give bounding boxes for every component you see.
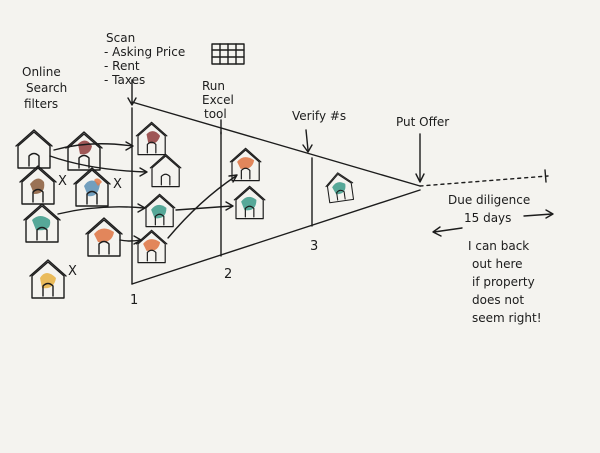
reject-mark: X	[58, 174, 67, 189]
arrow-icon	[225, 201, 234, 211]
svg-text:- Asking Price: - Asking Price	[104, 45, 185, 59]
svg-text:- Rent: - Rent	[104, 59, 140, 73]
arrow-icon	[432, 226, 442, 237]
svg-text:- Taxes: - Taxes	[104, 73, 145, 87]
house-icon	[65, 131, 103, 171]
reject-mark: X	[68, 264, 77, 279]
funnel-extension	[419, 175, 549, 187]
svg-text:Run: Run	[202, 79, 225, 93]
funnel-top-edge	[131, 101, 421, 187]
spreadsheet-grid-icon	[211, 43, 245, 65]
arrow-icon	[49, 155, 147, 173]
arrow-icon	[57, 206, 145, 215]
arrow-icon	[167, 175, 237, 239]
svg-text:Scan: Scan	[106, 31, 135, 45]
house-icon	[29, 259, 67, 299]
stage-1-arrows	[167, 174, 238, 239]
arrow-icon	[415, 173, 425, 183]
svg-text:Online: Online	[22, 65, 61, 79]
stage-number-1: 1	[130, 293, 138, 308]
house-icon	[23, 203, 61, 243]
house-icon	[85, 217, 123, 257]
due-diligence-label: Due diligence	[448, 193, 530, 207]
arrow-icon	[302, 144, 313, 153]
svg-text:tool: tool	[204, 107, 227, 121]
house-icon	[229, 147, 262, 182]
svg-text:I can back: I can back	[468, 239, 529, 253]
house-icon	[19, 165, 57, 205]
arrow-icon	[127, 97, 137, 106]
house-icon	[135, 121, 168, 156]
stage-2-houses	[229, 147, 266, 220]
arrow-icon	[125, 141, 134, 151]
arrow-icon	[53, 143, 133, 151]
svg-text:does not: does not	[472, 293, 524, 307]
arrow-icon	[433, 227, 463, 233]
stage-1-houses	[135, 121, 182, 264]
svg-text:out here: out here	[472, 257, 523, 271]
reject-mark: X	[113, 177, 122, 192]
house-icon	[233, 185, 266, 220]
candidate-arrows	[49, 141, 148, 245]
stage-number-3: 3	[310, 239, 318, 254]
verify-label: Verify #s	[292, 109, 346, 123]
house-icon	[73, 167, 111, 207]
arrow-icon	[545, 209, 554, 219]
svg-text:seem right!: seem right!	[472, 311, 542, 325]
svg-text:filters: filters	[24, 97, 58, 111]
svg-text:Search: Search	[26, 81, 67, 95]
arrow-icon	[119, 239, 141, 242]
arrow-icon	[175, 205, 233, 211]
svg-text:if property: if property	[472, 275, 535, 289]
svg-text:Excel: Excel	[202, 93, 234, 107]
arrow-icon	[523, 213, 553, 217]
funnel-bottom-edge	[131, 189, 421, 285]
scan-label: Scan - Asking Price - Rent - Taxes	[104, 31, 185, 87]
funnel-end-tick	[544, 169, 547, 183]
run-excel-label: Run Excel tool	[202, 79, 234, 121]
stage-number-2: 2	[224, 267, 232, 282]
funnel	[131, 101, 549, 285]
put-offer-label: Put Offer	[396, 115, 449, 129]
candidate-houses	[15, 129, 123, 299]
house-icon	[135, 229, 168, 264]
online-search-label: Online Search filters	[22, 65, 67, 111]
house-icon	[149, 153, 182, 188]
house-icon	[323, 170, 356, 204]
arrow-icon	[305, 129, 309, 151]
due-days-label: 15 days	[464, 211, 511, 225]
back-out-note: I can back out here if property does not…	[468, 239, 542, 325]
arrow-icon	[139, 167, 148, 177]
house-icon	[15, 129, 53, 169]
house-icon	[143, 193, 176, 228]
